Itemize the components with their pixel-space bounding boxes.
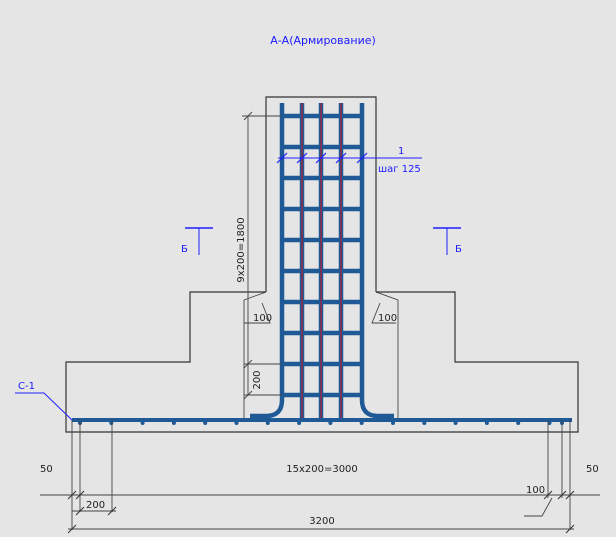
dim-first-step: 200 [86, 500, 105, 511]
dim-column-vertical: 9х200=1800 [236, 217, 247, 282]
column-dimensions: 9х200=1800 200 100 100 [236, 111, 397, 400]
dim-total-width: 3200 [309, 516, 334, 527]
dim-edge-right: 50 [586, 464, 599, 475]
dimension-tick [67, 490, 77, 500]
mesh-bar-dot [297, 421, 302, 425]
mesh-label: С-1 [15, 381, 73, 421]
section-mark-right: Б [433, 227, 462, 255]
section-mark-left: Б [181, 227, 213, 255]
dimension-tick [565, 490, 575, 500]
mesh-bar-dot [140, 421, 145, 425]
concrete-outline [65, 96, 579, 433]
dimension-tick [75, 490, 85, 500]
column-vertical-bar-right [359, 103, 394, 419]
dimension-tick [67, 524, 77, 534]
mesh-bar-dot [328, 421, 333, 425]
mesh-bar-dot [422, 421, 427, 425]
mesh-bar-dot [203, 421, 208, 425]
callout-spacing: шаг 125 [378, 164, 421, 175]
mesh-bar-dot [265, 421, 270, 425]
column-vertical-bar-left [250, 103, 285, 419]
dim-column-bottom-step: 200 [252, 370, 263, 389]
dimension-tick [543, 490, 553, 500]
mesh-bar-dot [516, 421, 521, 425]
dim-bottom-spacing: 15х200=3000 [286, 464, 358, 475]
mesh-bar-dot [171, 421, 176, 425]
dimension-tick [75, 506, 85, 516]
section-mark-right-label: Б [455, 244, 462, 255]
callout-position: 1 [398, 146, 404, 157]
mesh-bar-dot [234, 421, 239, 425]
mesh-bar-dot [547, 421, 552, 425]
section-mark-left-label: Б [181, 244, 188, 255]
mesh-bar-dot [391, 421, 395, 425]
bottom-dimensions: 50 50 15х200=3000 200 100 3200 [40, 420, 600, 534]
mesh-bar-dot [109, 421, 114, 425]
dim-last-step: 100 [526, 485, 545, 496]
section-title: А-А(Армирование) [270, 34, 376, 47]
mesh-label-text: С-1 [18, 381, 35, 392]
dim-offset-left: 100 [253, 313, 272, 324]
mesh-bar-dot [453, 421, 458, 425]
rebar-callout: 1 шаг 125 [278, 146, 422, 175]
rebar-cage [72, 103, 572, 425]
mesh-bar-dot [484, 421, 489, 425]
dimension-tick [557, 490, 567, 500]
dimension-tick [107, 506, 117, 516]
dimension-tick [565, 524, 575, 534]
dim-edge-left: 50 [40, 464, 53, 475]
dim-offset-right: 100 [378, 313, 397, 324]
mesh-bar-dot [359, 421, 364, 425]
